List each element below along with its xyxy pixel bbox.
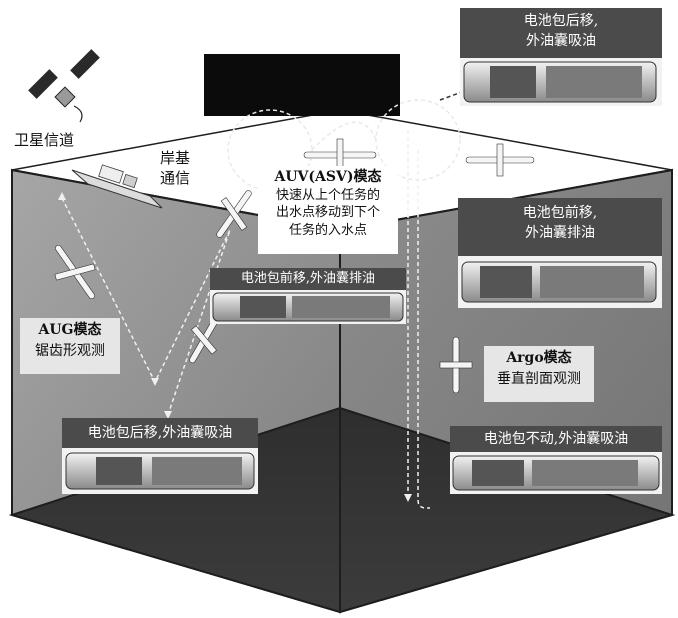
aug-arrow-1 [151,378,159,386]
shore-comm-label: 岸基 通信 [160,148,190,189]
center-caption: 电池包前移,外油囊排油 [210,268,406,290]
glider-auv-right [465,143,535,177]
right-mid-line-1: 电池包前移, [522,205,598,221]
right-mid-caption: 电池包前移, 外油囊排油 [458,198,662,256]
surface-edge-left [11,109,341,171]
bottom-left-caption: 电池包后移,外油囊吸油 [62,418,258,448]
auv-loop-arc [311,121,377,151]
shore-line-2: 通信 [160,169,191,188]
glider-aug-bottom [189,316,219,364]
top-black-block [204,54,400,116]
glider-argo [439,336,473,394]
aug-sawtooth-path [61,197,231,416]
pod-bottom-right [450,452,662,494]
top-right-caption: 电池包后移, 外油囊吸油 [460,8,662,58]
top-right-line-2: 外油囊吸油 [526,32,596,49]
argo-arrow [404,494,412,502]
right-mid-line-2: 外油囊排油 [525,224,595,241]
pod-top-right [460,56,662,106]
glider-auv-surface [303,138,377,172]
pod-bottom-left [62,448,258,494]
pod-center [210,290,406,324]
argo-mode-title: Argo模态 [506,350,572,366]
argo-mode-desc: 垂直剖面观测 [497,371,581,387]
top-right-line-1: 电池包后移, [523,13,599,29]
auv-mode-box: AUV(ASV)模态 快速从上个任务的 出水点移动到下个 任务的入水点 [258,166,398,254]
argo-vertical-path [417,150,430,509]
satellite-label: 卫星信道 [14,131,75,149]
aug-mode-desc: 锯齿形观测 [35,343,105,359]
aug-mode-box: AUG模态 锯齿形观测 [20,318,120,374]
auv-desc-line-1: 快速从上个任务的 [275,187,380,203]
bottom-right-caption: 电池包不动,外油囊吸油 [450,426,662,452]
auv-mode-title: AUV(ASV)模态 [274,169,382,185]
argo-mode-box: Argo模态 垂直剖面观测 [484,346,594,402]
satellite-icon [28,49,100,123]
auv-desc-line-3: 任务的入水点 [288,222,367,238]
aug-arrow-2 [164,411,172,419]
shore-line-1: 岸基 [160,149,191,167]
pod-right-mid [458,256,662,308]
ship-icon [71,164,163,209]
auv-desc-line-2: 出水点移动到下个 [275,205,380,221]
auv-arrow-to-top [439,91,463,101]
aug-arrow-start [58,192,66,200]
glider-aug-center [216,190,252,238]
aug-mode-title: AUG模态 [38,322,102,338]
surface-edge-right [339,109,673,171]
glider-aug-left [54,244,96,300]
